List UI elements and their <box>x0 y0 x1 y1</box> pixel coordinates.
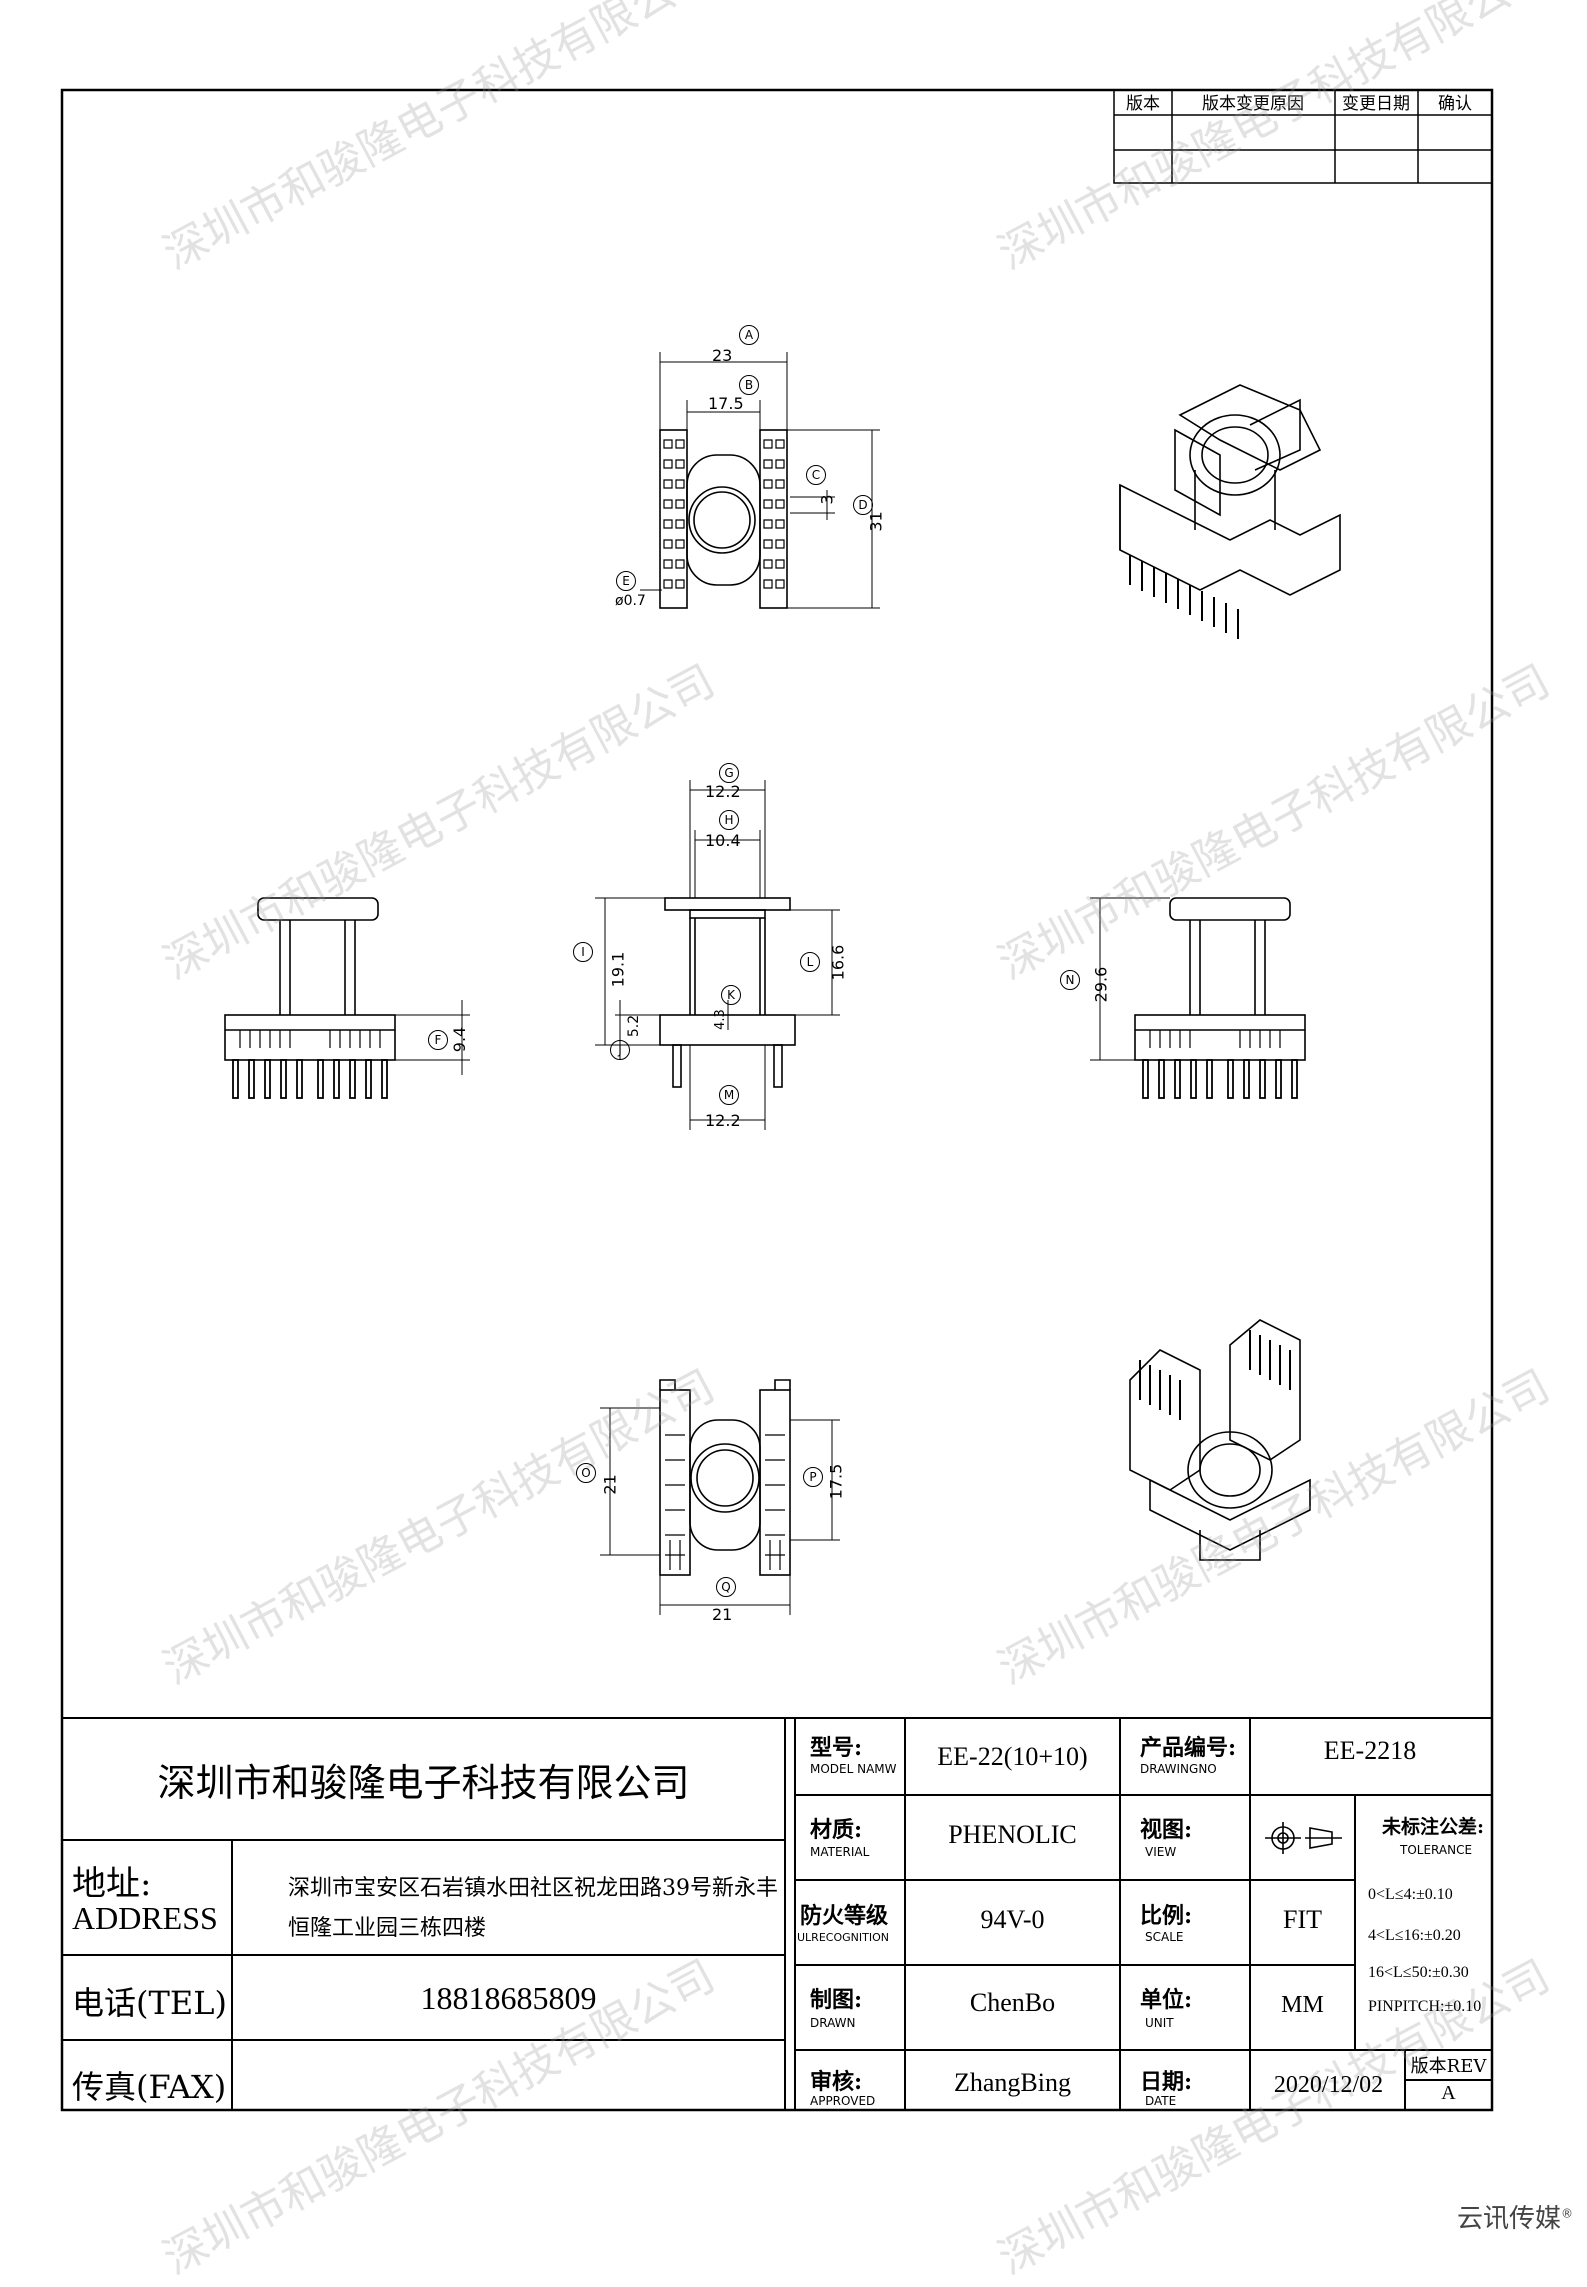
dim-value-h: 10.4 <box>705 831 741 850</box>
title-block-lines <box>61 1717 1493 2111</box>
dim-value-e: ø0.7 <box>615 593 646 609</box>
dim-letter-i: I <box>573 942 593 962</box>
dim-letter-n: N <box>1060 970 1080 990</box>
rev-value: A <box>1441 2082 1456 2104</box>
company-name: 深圳市和骏隆电子科技有限公司 <box>157 1761 690 1805</box>
product-no-label: 产品编号: <box>1140 1735 1237 1761</box>
product-no-value: EE-2218 <box>1323 1736 1417 1765</box>
unit-label-en: UNIT <box>1145 2016 1174 2030</box>
dim-letter-g: G <box>719 763 739 783</box>
fax-label: 传真(FAX) <box>72 2068 227 2106</box>
material-label: 材质: <box>810 1817 863 1843</box>
side-view-right <box>1090 897 1306 1099</box>
dim-letter-e: E <box>616 571 636 591</box>
dim-value-b: 17.5 <box>708 394 744 413</box>
dim-value-q: 21 <box>712 1605 733 1624</box>
dim-letter-f: F <box>428 1030 448 1050</box>
dim-letter-j: J <box>610 1040 630 1060</box>
tolerance-line-4: PINPITCH:±0.10 <box>1368 1998 1482 2015</box>
dim-letter-h: H <box>719 810 739 830</box>
model-value: EE-22(10+10) <box>937 1742 1088 1771</box>
side-view-left <box>224 897 470 1099</box>
tolerance-line-2: 4<L≤16:±0.20 <box>1368 1927 1461 1944</box>
bottom-view <box>600 1379 840 1615</box>
scale-value: FIT <box>1283 1905 1322 1934</box>
date-label: 日期: <box>1140 2069 1193 2095</box>
tolerance-line-3: 16<L≤50:±0.30 <box>1368 1964 1469 1981</box>
tel-label: 电话(TEL) <box>72 1984 227 2022</box>
dim-letter-q: Q <box>716 1577 736 1597</box>
registered-mark: ® <box>1561 2206 1573 2221</box>
material-label-en: MATERIAL <box>810 1845 870 1859</box>
dim-letter-c: C <box>806 465 826 485</box>
brand-text: 云讯传媒 <box>1456 2204 1561 2234</box>
approved-label: 审核: <box>810 2069 863 2095</box>
product-no-label-en: DRAWINGNO <box>1140 1762 1217 1776</box>
drawn-label: 制图: <box>810 1987 863 2013</box>
drawn-value: ChenBo <box>969 1988 1056 2017</box>
scale-label-en: SCALE <box>1145 1930 1184 1944</box>
date-label-en: DATE <box>1145 2094 1177 2108</box>
isometric-view-top <box>1119 384 1341 639</box>
rev-label: 版本REV <box>1410 2056 1487 2077</box>
front-view <box>595 780 840 1130</box>
rev-header-confirm: 确认 <box>1438 94 1472 114</box>
fire-rating-label-en: ULRECOGNITION <box>797 1931 889 1944</box>
dim-value-m: 12.2 <box>705 1111 741 1130</box>
view-label-en: VIEW <box>1145 1845 1177 1859</box>
address-label: 地址: <box>72 1864 152 1904</box>
approved-label-en: APPROVED <box>810 2094 876 2108</box>
dim-letter-o: O <box>576 1463 596 1483</box>
model-label: 型号: <box>810 1735 863 1761</box>
view-label: 视图: <box>1140 1817 1193 1843</box>
address-line-2: 恒隆工业园三栋四楼 <box>288 1916 487 1941</box>
dim-letter-a: A <box>739 325 759 345</box>
fire-rating-value: 94V-0 <box>980 1905 1045 1934</box>
model-label-en: MODEL NAMW <box>810 1762 897 1776</box>
rev-header-reason: 版本变更原因 <box>1202 94 1304 114</box>
material-value: PHENOLIC <box>948 1820 1077 1849</box>
unit-label: 单位: <box>1140 1987 1193 2013</box>
dim-letter-b: B <box>739 375 759 395</box>
projection-symbol-icon <box>1265 1822 1342 1854</box>
fire-rating-label: 防火等级 <box>800 1903 889 1929</box>
dim-letter-k: K <box>721 985 741 1005</box>
rev-header-date: 变更日期 <box>1342 94 1410 114</box>
dim-letter-d: D <box>853 495 873 515</box>
tolerance-line-1: 0<L≤4:±0.10 <box>1368 1886 1453 1903</box>
tel-value: 18818685809 <box>420 1980 597 2016</box>
unit-value: MM <box>1281 1992 1324 2018</box>
address-line-1: 深圳市宝安区石岩镇水田社区祝龙田路39号新永丰 <box>288 1876 778 1901</box>
address-label-en: ADDRESS <box>72 1900 218 1936</box>
rev-header-version: 版本 <box>1126 94 1160 114</box>
dim-letter-m: M <box>719 1085 739 1105</box>
revision-table <box>1113 89 1493 184</box>
top-view <box>640 352 880 609</box>
dim-letter-l: L <box>800 952 820 972</box>
dim-value-a: 23 <box>712 346 733 365</box>
tolerance-label: 未标注公差: <box>1382 1816 1485 1838</box>
scale-label: 比例: <box>1140 1903 1193 1929</box>
dim-value-g: 12.2 <box>705 782 741 801</box>
approved-value: ZhangBing <box>954 2068 1071 2097</box>
drawn-label-en: DRAWN <box>810 2016 856 2030</box>
dim-letter-p: P <box>803 1467 823 1487</box>
brand-logo: 云讯传媒® <box>1457 2198 1573 2235</box>
date-value: 2020/12/02 <box>1273 2072 1384 2098</box>
isometric-view-bottom <box>1129 1319 1311 1561</box>
tolerance-label-en: TOLERANCE <box>1400 1843 1473 1857</box>
